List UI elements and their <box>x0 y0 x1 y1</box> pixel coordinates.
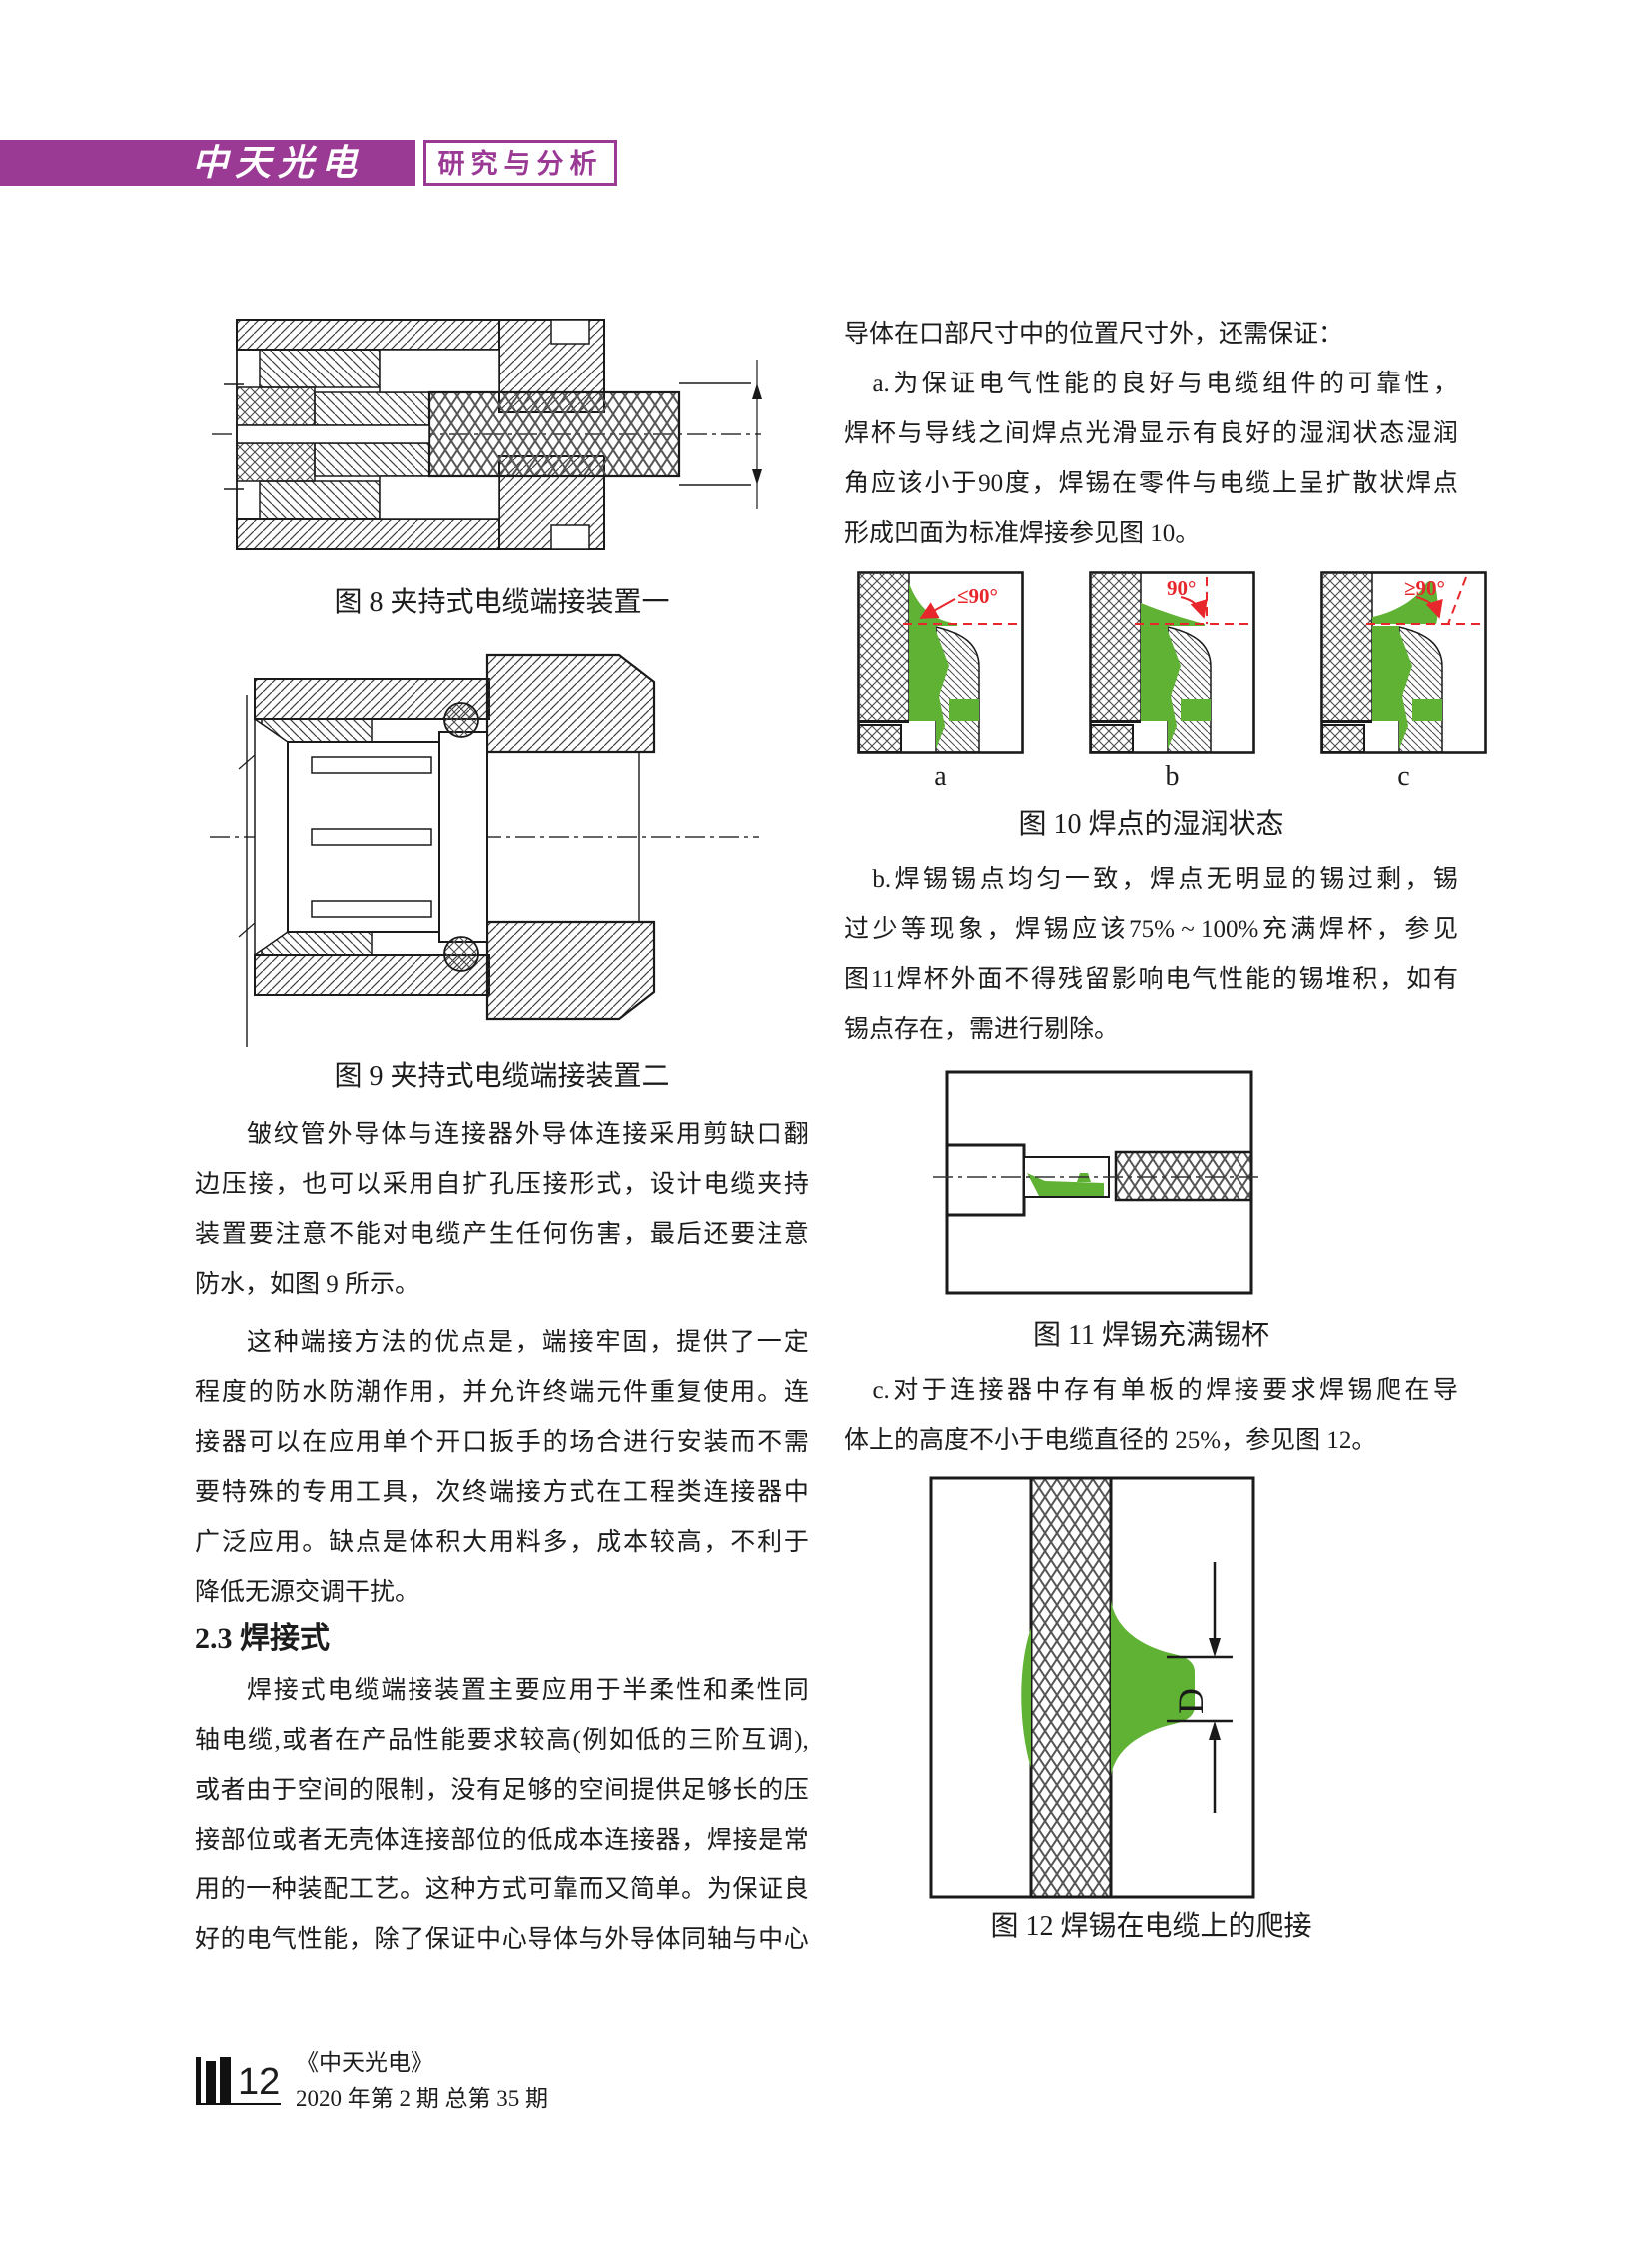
text-line: 广泛应用。缺点是体积大用料多，成本较高，不利于 <box>195 1529 809 1556</box>
cable-braid <box>1029 1476 1113 1899</box>
contact-prong <box>311 900 432 918</box>
cable-braid <box>427 390 681 478</box>
figure10-label-b: b <box>1165 761 1180 792</box>
figure10-panel-a: ≤90° <box>857 571 1024 754</box>
text-line: 这种端接方法的优点是，端接牢固，提供了一定 <box>246 1329 809 1356</box>
svg-text:≥90°: ≥90° <box>1404 576 1445 600</box>
text-line: 过少等现象，焊锡应该 75% ~ 100% 充满焊杯，参见 <box>844 916 1458 943</box>
figure10-panel-b: 90° <box>1089 571 1255 754</box>
footer-rule <box>196 2103 281 2105</box>
text-line: 好的电气性能，除了保证中心导体与外导体同轴与中心 <box>195 1926 809 1953</box>
text-line: 程度的防水防潮作用，并允许终端元件重复使用。连 <box>195 1379 809 1406</box>
solder-meniscus <box>1141 603 1205 626</box>
text-line: 接器可以在应用单个开口扳手的场合进行安装而不需 <box>195 1429 809 1456</box>
figure9-caption: 图 9 夹持式电缆端接装置二 <box>334 1061 670 1092</box>
figure8-drawing <box>212 319 762 550</box>
text-line: 锡点存在，需进行剔除。 <box>844 1016 1120 1043</box>
svg-text:≤90°: ≤90° <box>957 584 998 608</box>
footer-bar-icon <box>206 2061 216 2103</box>
solder-pin <box>1398 626 1443 753</box>
figure12-caption: 图 12 焊锡在电缆上的爬接 <box>990 1911 1312 1942</box>
text-line: 焊接式电缆端接装置主要应用于半柔性和柔性同 <box>246 1677 809 1704</box>
paragraph-solder-intro: 焊接式电缆端接装置主要应用于半柔性和柔性同轴电缆,或者在产品性能要求较高(例如低… <box>195 1666 809 1965</box>
text-line: 装置要注意不能对电缆产生任何伤害，最后还要注意 <box>195 1221 809 1248</box>
paragraph-c: c. 对于连接器中存有单板的焊接要求焊锡爬在导体上的高度不小于电缆直径的 25%… <box>844 1366 1458 1466</box>
text-line: 要特殊的专用工具，次终端接方式在工程类连接器中 <box>195 1479 809 1506</box>
solder-sliver <box>1021 1628 1031 1768</box>
header-band: 中天光电 <box>0 140 415 186</box>
solder-meniscus <box>1372 580 1438 624</box>
paragraph-a: a. 为保证电气性能的良好与电缆组件的可靠性， 焊杯与导线之间焊点光滑显示有良好的… <box>844 360 1458 559</box>
text-line: 角应该小于 90 度，焊锡在零件与电缆上呈扩散状焊点 <box>844 470 1458 497</box>
figure11-caption: 图 11 焊锡充满锡杯 <box>1033 1320 1269 1351</box>
text-line: c. 对于连接器中存有单板的焊接要求焊锡爬在导 <box>872 1377 1458 1404</box>
solder-fill <box>1027 1173 1104 1196</box>
text-line: 皱纹管外导体与连接器外导体连接采用剪缺口翻 <box>246 1121 809 1148</box>
figure10-label-a: a <box>934 761 947 792</box>
section-label: 研究与分析 <box>423 140 617 186</box>
text-line: 焊杯与导线之间焊点光滑显示有良好的湿润状态湿润 <box>844 420 1458 447</box>
figure10-panel-c: ≥90° <box>1320 571 1487 754</box>
paragraph-b: b. 焊锡锡点均匀一致，焊点无明显的锡过剩，锡过少等现象，焊锡应该 75% ~ … <box>844 855 1458 1055</box>
figure10-caption: 图 10 焊点的湿润状态 <box>1018 809 1284 840</box>
o-ring <box>443 936 479 972</box>
text-line: a. 为保证电气性能的良好与电缆组件的可靠性， <box>872 371 1458 397</box>
contact-prong <box>311 756 432 774</box>
figure8-caption: 图 8 夹持式电缆端接装置一 <box>334 587 670 618</box>
text-line: 图 11 焊杯外面不得残留影响电气性能的锡堆积，如有 <box>844 966 1458 993</box>
footer-bar-icon <box>220 2057 231 2103</box>
figure12-drawing: D <box>929 1476 1255 1899</box>
text-line: 防水，如图 9 所示。 <box>195 1271 420 1298</box>
text-line: 接部位或者无壳体连接部位的低成本连接器，焊接是常 <box>195 1827 809 1854</box>
text-line: 边压接，也可以采用自扩孔压接形式，设计电缆夹持 <box>195 1171 809 1198</box>
solder-pin <box>1167 626 1212 753</box>
figure9-drawing <box>210 653 759 1047</box>
text-line: 用的一种装配工艺。这种方式可靠而又简单。为保证良 <box>195 1876 809 1903</box>
footer-journal-name: 《中天光电》 <box>296 2050 433 2075</box>
text-line: b. 焊锡锡点均匀一致，焊点无明显的锡过剩，锡 <box>872 866 1458 893</box>
footer-bar-icon <box>196 2057 201 2103</box>
footer-issue: 2020 年第 2 期 总第 35 期 <box>296 2086 548 2111</box>
text-line: 体上的高度不小于电缆直径的 25%，参见图 12。 <box>844 1427 1377 1454</box>
solder-pin <box>935 626 980 753</box>
figure10-label-c: c <box>1397 761 1410 792</box>
page-number: 12 <box>238 2061 281 2103</box>
text-line: 或者由于空间的限制，没有足够的空间提供足够长的压 <box>195 1777 809 1804</box>
intro-line: 导体在口部尺寸中的位置尺寸外，还需保证： <box>844 321 1344 348</box>
dimension-label: D <box>1171 1688 1211 1714</box>
paragraph-crimp: 皱纹管外导体与连接器外导体连接采用剪缺口翻边压接，也可以采用自扩孔压接形式，设计… <box>195 1111 809 1310</box>
figure11-drawing <box>933 1070 1258 1295</box>
journal-logo: 中天光电 <box>191 143 364 183</box>
contact-prong <box>311 828 432 846</box>
text-line: 轴电缆,或者在产品性能要求较高(例如低的三阶互调), <box>195 1727 809 1754</box>
solder-wick <box>1111 1600 1195 1776</box>
svg-text:90°: 90° <box>1167 576 1196 600</box>
section-heading: 2.3 焊接式 <box>195 1622 330 1655</box>
text-line: 形成凹面为标准焊接参见图 10。 <box>844 520 1201 547</box>
cable-braid <box>1114 1150 1253 1202</box>
text-line: 降低无源交调干扰。 <box>195 1579 420 1606</box>
paragraph-advantages: 这种端接方法的优点是，端接牢固，提供了一定程度的防水防潮作用，并允许终端元件重复… <box>195 1318 809 1618</box>
o-ring <box>443 702 479 738</box>
